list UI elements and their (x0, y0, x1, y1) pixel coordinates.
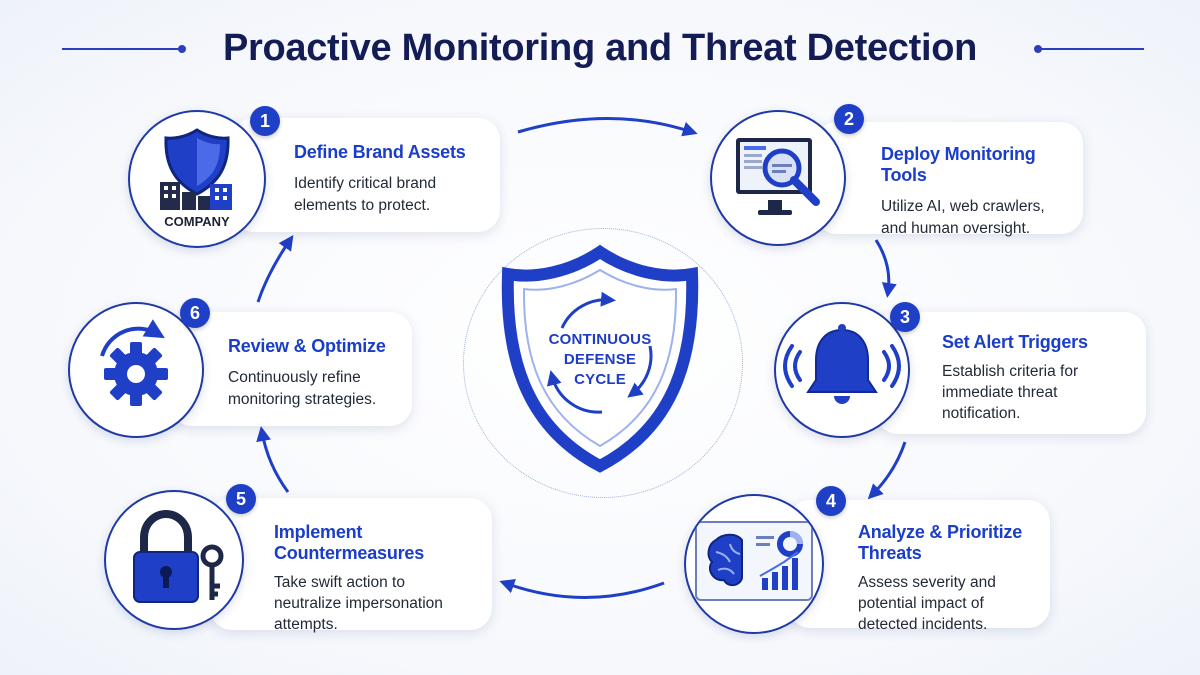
icon-company-text: COMPANY (164, 214, 230, 229)
title-dot-right (1034, 45, 1042, 53)
step-title: Analyze & Prioritize Threats (858, 522, 1023, 563)
arrow-1-to-2 (517, 117, 698, 137)
padlock-key-icon (133, 509, 224, 603)
step-card-4: Analyze & Prioritize Threats Assess seve… (788, 500, 1050, 633)
step-description: Continuously refine monitoring strategie… (228, 369, 377, 408)
gear-refresh-icon (100, 319, 168, 406)
arrow-3-to-4 (867, 441, 907, 500)
step-card-5: Implement Countermeasures Take swift act… (210, 498, 492, 633)
step-card-1: Define Brand Assets Identify critical br… (232, 118, 500, 232)
step-title: Review & Optimize (228, 336, 386, 356)
step-badge-5: 5 (226, 484, 256, 514)
step-title: Implement Countermeasures (274, 522, 425, 563)
page-title: Proactive Monitoring and Threat Detectio… (222, 27, 978, 69)
step-card-2: Deploy Monitoring Tools Utilize AI, web … (815, 122, 1083, 237)
center-dotted-ring (463, 228, 743, 498)
brain-analytics-icon (695, 521, 813, 601)
center-label: CONTINUOUS DEFENSE CYCLE (548, 331, 652, 388)
step-title: Set Alert Triggers (942, 332, 1088, 352)
step-badge-6: 6 (180, 298, 210, 328)
step-card-3: Set Alert Triggers Establish criteria fo… (876, 312, 1146, 434)
title-bar: Proactive Monitoring and Threat Detectio… (0, 22, 1200, 78)
alert-bell-icon (783, 324, 901, 404)
step-icon-circle-4 (684, 494, 824, 634)
step-description: Establish criteria for immediate threat … (942, 363, 1079, 422)
monitor-magnifier-icon (736, 138, 820, 215)
step-card-6: Review & Optimize Continuously refine mo… (170, 312, 412, 426)
title-dot-left (178, 45, 186, 53)
step-badge-4: 4 (816, 486, 846, 516)
step-description: Utilize AI, web crawlers, and human over… (881, 198, 1045, 237)
step-badge-1: 1 (250, 106, 280, 136)
arrow-4-to-5 (499, 579, 665, 599)
step-badge-2: 2 (834, 104, 864, 134)
step-icon-circle-5 (104, 490, 244, 630)
step-description: Assess severity and potential impact of … (858, 574, 996, 633)
step-description: Take swift action to neutralize imperson… (274, 574, 443, 633)
step-badge-3: 3 (890, 302, 920, 332)
step-title: Deploy Monitoring Tools (881, 144, 1036, 185)
title-line-left (62, 48, 180, 50)
arrow-6-to-1 (256, 235, 294, 303)
arrow-5-to-6 (256, 426, 290, 493)
step-title: Define Brand Assets (294, 142, 466, 162)
arrow-2-to-3 (874, 239, 897, 298)
center-shield-icon (501, 244, 699, 473)
step-description: Identify critical brand elements to prot… (294, 175, 437, 214)
shield-building-icon: COMPANY (160, 128, 232, 229)
step-icon-circle-2 (710, 110, 846, 246)
step-icon-circle-3 (774, 302, 910, 438)
title-line-right (1040, 48, 1144, 50)
step-icon-circle-1: COMPANY (128, 110, 266, 248)
step-icon-circle-6 (68, 302, 204, 438)
